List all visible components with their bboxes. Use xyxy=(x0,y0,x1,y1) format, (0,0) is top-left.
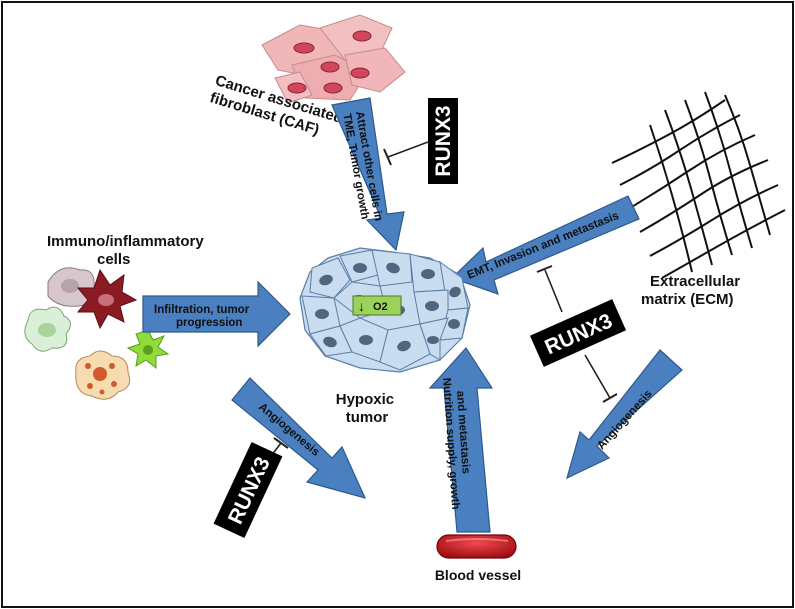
immuno-label-line2: cells xyxy=(97,251,130,268)
ecm-label-line2: matrix (ECM) xyxy=(641,291,734,308)
fibroblast-cells-icon xyxy=(261,14,406,104)
down-arrow-icon: ↓ xyxy=(358,298,365,314)
runx3-right-box xyxy=(529,299,627,367)
extracellular-matrix-icon xyxy=(611,91,786,279)
runx3-right-inhibit-bar-down xyxy=(602,393,618,403)
runx3-right-inhibit-line-up xyxy=(544,269,563,313)
immuno-arrow-line2: progression xyxy=(176,317,242,329)
blood-vessel-icon xyxy=(436,534,517,559)
ecm-label: Extracellular matrix (ECM) xyxy=(641,273,744,308)
vessel-arrow-line2: and metastasis xyxy=(454,390,472,474)
runx3-right: RUNX3 xyxy=(529,265,627,403)
runx3-right-inhibit-line-down xyxy=(584,354,611,399)
immuno-label-line1: Immuno/inflammatory xyxy=(47,233,204,250)
tumor-label-line2: tumor xyxy=(346,409,389,426)
low-oxygen-badge: ↓ O2 xyxy=(352,295,402,316)
tumor-label: Hypoxic tumor xyxy=(336,391,399,426)
immuno-arrow: Infiltration, tumor progression xyxy=(142,280,291,348)
runx3-right-inhibit-bar-up xyxy=(536,265,553,273)
immuno-arrow-line1: Infiltration, tumor xyxy=(154,304,250,316)
o2-label: O2 xyxy=(373,301,388,313)
vessel-arrow: Nutrition supply, growth and metastasis xyxy=(428,347,494,533)
immuno-arrow-text: Infiltration, tumor progression xyxy=(154,304,252,329)
runx3-top-box xyxy=(428,98,458,184)
runx3-bottom-box xyxy=(213,442,283,538)
ecm-label-line1: Extracellular xyxy=(650,273,740,290)
runx3-bottom-inhibit-bar xyxy=(273,437,289,449)
runx3-top-label: RUNX3 xyxy=(432,105,455,176)
vessel-label: Blood vessel xyxy=(435,567,521,583)
tumor-label-line1: Hypoxic xyxy=(336,391,394,408)
runx3-top-inhibit-line xyxy=(387,141,429,158)
immuno-label: Immuno/inflammatory cells xyxy=(47,233,208,268)
runx3-top: RUNX3 xyxy=(383,98,458,184)
immune-cells-icon xyxy=(24,267,170,400)
runx3-top-inhibit-bar xyxy=(383,148,392,166)
o2-box xyxy=(352,295,402,316)
